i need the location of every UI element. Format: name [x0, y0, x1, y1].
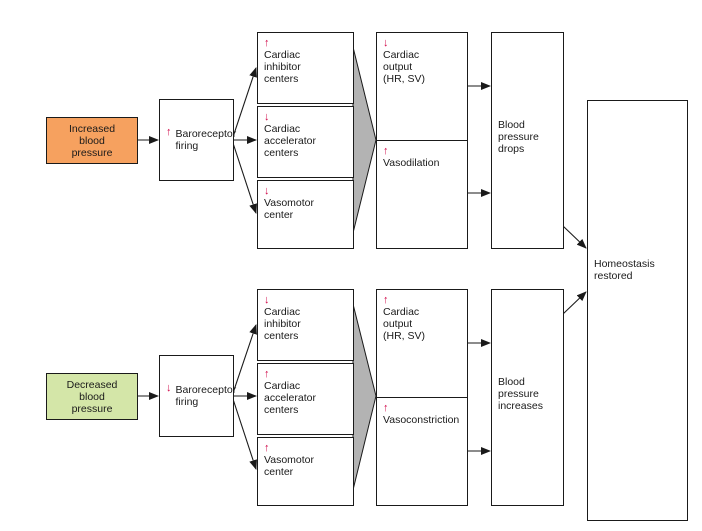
effect-bottom-cardiac-label: Cardiac output (HR, SV)	[383, 306, 425, 342]
effect-bottom-vascular-box: ↑ Vasoconstriction	[376, 397, 468, 506]
center-bottom-inhibitor-box: ↓ Cardiac inhibitor centers	[257, 289, 354, 361]
stimulus-decreased-box: Decreased blood pressure	[46, 373, 138, 420]
center-bottom-vasomotor-box: ↑ Vasomotor center	[257, 437, 354, 506]
stimulus-increased-label: Increased blood pressure	[68, 122, 116, 159]
baroreceptor-bottom-arrow: ↓	[166, 382, 172, 394]
center-top-inhibitor-box: ↑ Cardiac inhibitor centers	[257, 32, 354, 104]
center-top-inhibitor-arrow: ↑	[264, 37, 270, 49]
center-top-vasomotor-label: Vasomotor center	[264, 197, 314, 221]
effect-bottom-vascular-label: Vasoconstriction	[383, 414, 460, 426]
baroreceptor-top-arrow: ↑	[166, 126, 172, 138]
center-top-vasomotor-box: ↓ Vasomotor center	[257, 180, 354, 249]
center-bottom-vasomotor-label: Vasomotor center	[264, 454, 314, 478]
center-top-vasomotor-arrow: ↓	[264, 185, 270, 197]
center-top-accelerator-box: ↓ Cardiac accelerator centers	[257, 106, 354, 178]
center-bottom-accelerator-label: Cardiac accelerator centers	[264, 380, 316, 416]
baroreceptor-bottom-box: ↓ Baroreceptor firing	[159, 355, 237, 437]
effect-top-vascular-arrow: ↑	[383, 145, 389, 157]
effect-top-cardiac-arrow: ↓	[383, 37, 389, 49]
effect-bottom-cardiac-box: ↑ Cardiac output (HR, SV)	[376, 289, 468, 398]
center-bottom-inhibitor-arrow: ↓	[264, 294, 270, 306]
center-bottom-accelerator-arrow: ↑	[264, 368, 270, 380]
result-bottom-box: Blood pressure increases	[491, 289, 564, 506]
effect-bottom-vascular-arrow: ↑	[383, 402, 389, 414]
result-top-box: Blood pressure drops	[491, 32, 564, 249]
effect-top-vascular-box: ↑ Vasodilation	[376, 140, 468, 249]
baroreceptor-top-box: ↑ Baroreceptor firing	[159, 99, 237, 181]
center-top-accelerator-label: Cardiac accelerator centers	[264, 123, 316, 159]
effect-top-cardiac-label: Cardiac output (HR, SV)	[383, 49, 425, 85]
stimulus-decreased-label: Decreased blood pressure	[66, 378, 118, 415]
stimulus-increased-box: Increased blood pressure	[46, 117, 138, 164]
effect-top-vascular-label: Vasodilation	[383, 157, 440, 169]
baroreceptor-top-label: Baroreceptor firing	[175, 128, 237, 152]
result-top-label: Blood pressure drops	[498, 119, 539, 155]
center-bottom-inhibitor-label: Cardiac inhibitor centers	[264, 306, 301, 342]
funnel-top	[352, 46, 377, 234]
center-bottom-accelerator-box: ↑ Cardiac accelerator centers	[257, 363, 354, 435]
funnel-bottom	[352, 303, 377, 491]
center-top-inhibitor-label: Cardiac inhibitor centers	[264, 49, 301, 85]
result-bottom-label: Blood pressure increases	[498, 376, 543, 412]
effect-top-cardiac-box: ↓ Cardiac output (HR, SV)	[376, 32, 468, 141]
outcome-label: Homeostasis restored	[594, 258, 655, 282]
outcome-box: Homeostasis restored	[587, 100, 688, 521]
center-top-accelerator-arrow: ↓	[264, 111, 270, 123]
effect-bottom-cardiac-arrow: ↑	[383, 294, 389, 306]
center-bottom-vasomotor-arrow: ↑	[264, 442, 270, 454]
baroreceptor-bottom-label: Baroreceptor firing	[175, 384, 237, 408]
